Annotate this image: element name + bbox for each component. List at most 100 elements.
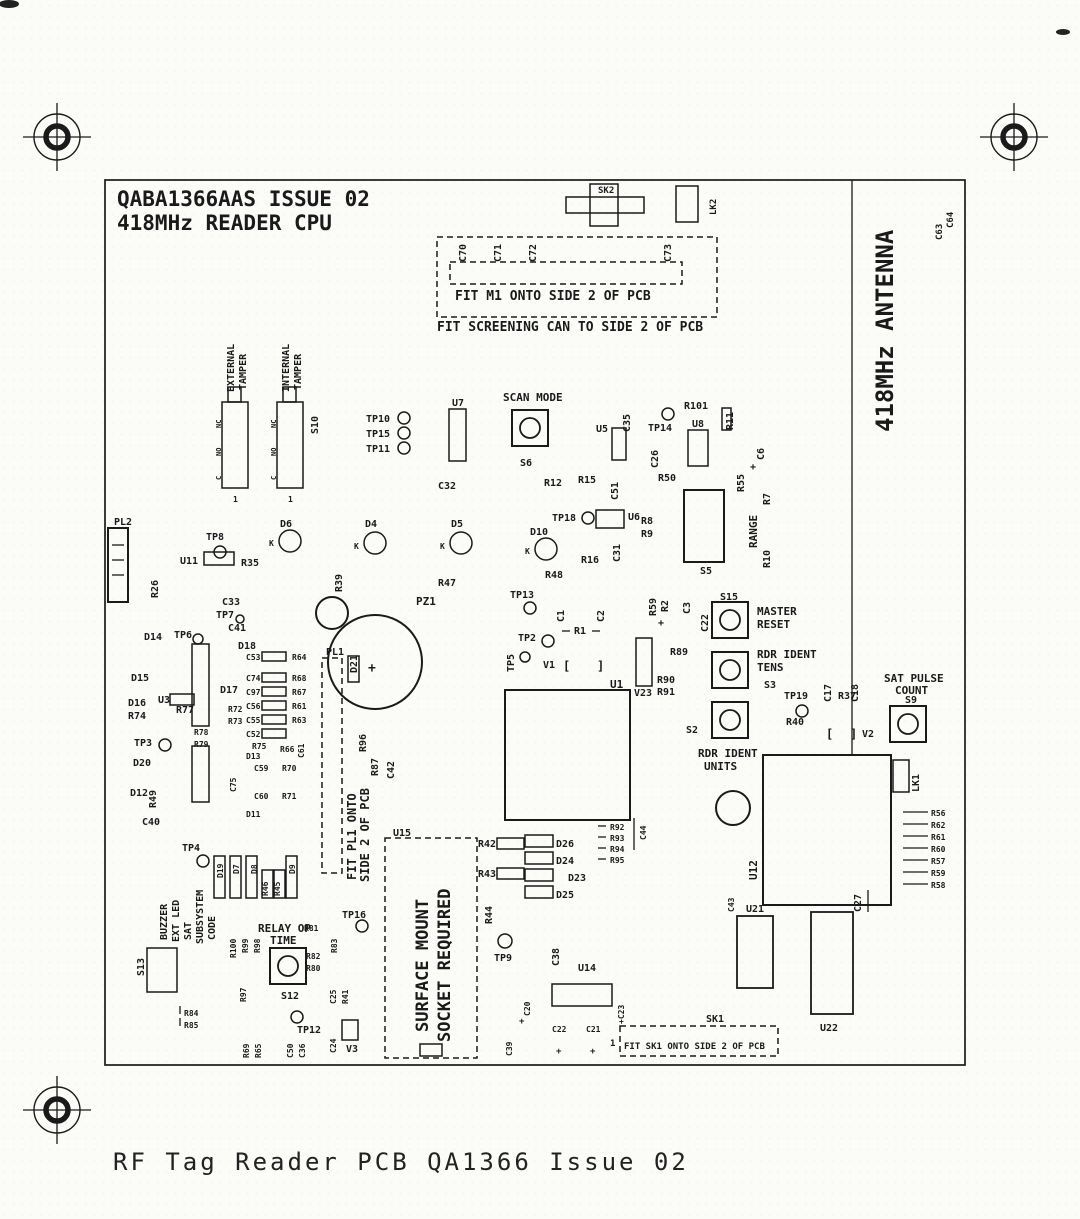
- ref-label: PL2: [114, 517, 132, 528]
- ref-label: TP3: [134, 738, 152, 749]
- u15-pin-mark: [419, 1043, 443, 1057]
- ref-label: D8: [250, 864, 259, 874]
- ref-label: TP4: [182, 843, 200, 854]
- ref-label: D14: [144, 632, 162, 643]
- ref-label: R97: [239, 987, 248, 1002]
- ref-label: R44: [484, 906, 495, 924]
- d6-diode: [278, 529, 302, 553]
- ref-label: R16: [581, 555, 599, 566]
- rdr-ident-tens-switch-s3: [719, 659, 741, 681]
- ref-label: 1: [233, 495, 238, 504]
- ref-label: C33: [222, 597, 240, 608]
- ref-label: QABA1366AAS ISSUE 02: [117, 187, 370, 211]
- ref-label: TP14: [648, 423, 672, 434]
- d25-diode: [524, 885, 554, 899]
- ref-label: R87: [370, 758, 381, 776]
- ref-label: MASTER: [757, 605, 797, 618]
- d10-diode: [534, 537, 558, 561]
- ref-label: R93: [610, 834, 625, 843]
- resistor-network: [191, 745, 210, 803]
- ref-label: D23: [568, 873, 586, 884]
- ref-label: SOCKET REQUIRED: [435, 888, 455, 1042]
- ref-label: C2: [596, 610, 607, 622]
- rdr-ident-units-switch-s2: [711, 701, 749, 739]
- ref-label: [: [826, 727, 833, 741]
- ref-label: D21: [349, 655, 360, 673]
- u14-ic: [551, 983, 613, 1007]
- ref-label: C21: [586, 1025, 601, 1034]
- rdr-ident-units-switch-s2: [719, 709, 741, 731]
- ref-label: R72: [228, 705, 243, 714]
- ref-label: C32: [438, 481, 456, 492]
- ref-label: U8: [692, 419, 704, 430]
- ref-label: R7: [762, 493, 773, 505]
- passive-part: [261, 728, 287, 739]
- ref-label: ]: [597, 659, 604, 673]
- ref-label: R57: [931, 857, 946, 866]
- tp14-testpoint: [661, 407, 675, 421]
- ref-label: C27: [853, 894, 864, 912]
- ref-label: 1: [610, 1039, 615, 1049]
- ref-label: S2: [686, 725, 698, 736]
- ref-label: TP18: [552, 513, 576, 524]
- d4-diode: [363, 531, 387, 555]
- ref-label: R74: [128, 711, 146, 722]
- ref-label: TAMPER: [293, 353, 304, 390]
- ref-label: EXT LED: [171, 900, 182, 942]
- ref-label: D5: [451, 519, 463, 530]
- ref-label: +: [750, 462, 756, 473]
- ref-label: FIT SK1 ONTO SIDE 2 OF PCB: [624, 1042, 765, 1052]
- ref-label: R47: [438, 578, 456, 589]
- master-reset-switch-s15: [719, 609, 741, 631]
- d23-diode: [524, 868, 554, 882]
- u8-ic: [687, 429, 709, 467]
- tp2-testpoint: [541, 634, 555, 648]
- ref-label: S13: [136, 958, 147, 976]
- ref-label: D7: [232, 864, 241, 874]
- ref-label: RELAY OP: [258, 922, 311, 935]
- ref-label: C35: [622, 414, 633, 432]
- d19-diode: [213, 855, 226, 899]
- tp19-testpoint: [795, 704, 809, 718]
- s13-switch: [146, 947, 178, 993]
- ref-label: V2: [862, 729, 874, 740]
- ref-label: R99: [241, 938, 250, 953]
- ref-label: R96: [358, 734, 369, 752]
- ref-label: R40: [786, 717, 804, 728]
- resistor-network: [191, 643, 210, 727]
- ref-label: C71: [493, 244, 504, 262]
- d5-diode: [449, 531, 473, 555]
- ref-label: R90: [657, 675, 675, 686]
- tp5-testpoint: [519, 651, 531, 663]
- ref-label: FIT M1 ONTO SIDE 2 OF PCB: [455, 289, 651, 304]
- ref-label: C26: [650, 450, 661, 468]
- ref-label: R73: [228, 717, 243, 726]
- passive-part: [261, 700, 287, 711]
- ref-label: U14: [578, 963, 596, 974]
- ref-label: V3: [346, 1044, 358, 1055]
- ref-label: R59: [931, 869, 946, 878]
- tp7-testpoint: [235, 614, 245, 624]
- ref-label: SK2: [598, 186, 614, 196]
- tp4-testpoint: [196, 854, 210, 868]
- ref-label: C59: [254, 764, 269, 773]
- mounting-hole: [715, 790, 751, 826]
- ref-label: R55: [736, 474, 747, 492]
- passive-part: [261, 672, 287, 683]
- ref-label: R9: [641, 529, 653, 540]
- ref-label: C97: [246, 688, 261, 697]
- board-outline: [104, 179, 966, 1066]
- ref-label: NO: [270, 448, 278, 456]
- ref-label: TP19: [784, 691, 808, 702]
- ref-label: R39: [334, 574, 345, 592]
- ref-label: C1: [556, 610, 567, 622]
- ref-label: R77: [176, 705, 194, 716]
- u7-ic: [448, 408, 467, 462]
- ref-label: LK1: [911, 774, 922, 792]
- ref-label: C60: [254, 792, 269, 801]
- screening-can-outline: [436, 236, 718, 318]
- ref-label: R94: [610, 845, 625, 854]
- ref-label: R79: [194, 740, 209, 749]
- ref-label: V23: [634, 688, 652, 699]
- m1-outline: [449, 261, 683, 285]
